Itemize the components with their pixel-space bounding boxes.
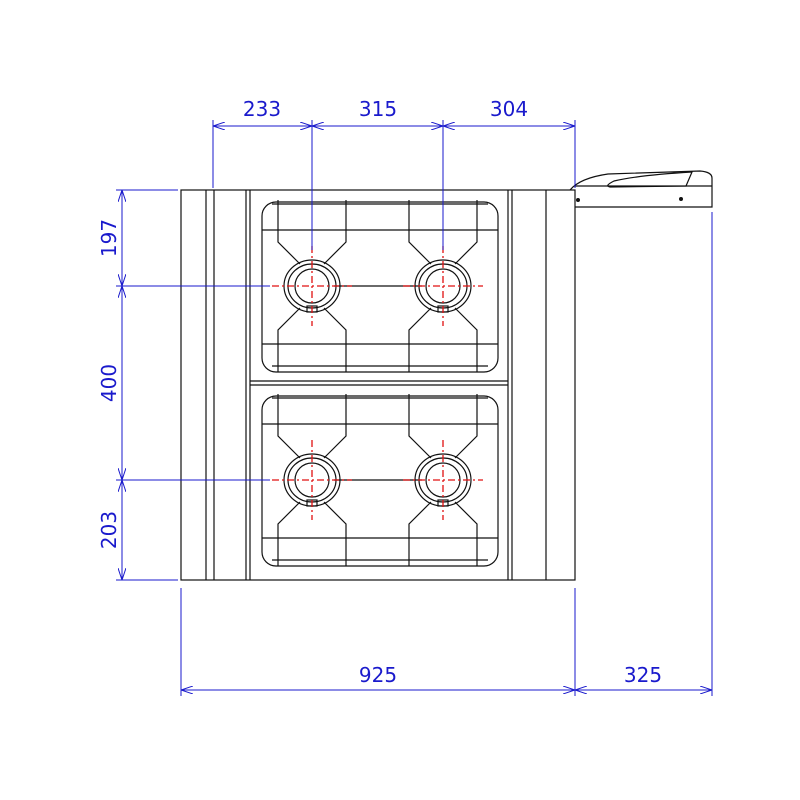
burner xyxy=(403,200,483,372)
dim-top-2: 315 xyxy=(359,97,397,121)
dim-top-3: 304 xyxy=(490,97,528,121)
hob-module xyxy=(261,394,499,567)
burner xyxy=(403,394,483,566)
burner xyxy=(272,200,352,372)
dim-left-1: 197 xyxy=(97,219,121,257)
dim-top-1: 233 xyxy=(243,97,281,121)
dim-left-3: 203 xyxy=(97,511,121,549)
cooktop-body xyxy=(180,189,576,581)
dimension-lines xyxy=(116,120,713,696)
hob-modules xyxy=(261,200,499,567)
burner xyxy=(272,394,352,566)
dim-bottom-2: 325 xyxy=(624,663,662,687)
side-profile xyxy=(569,170,713,208)
dim-left-2: 400 xyxy=(97,364,121,402)
dim-bottom-1: 925 xyxy=(359,663,397,687)
hob-module xyxy=(261,200,499,373)
